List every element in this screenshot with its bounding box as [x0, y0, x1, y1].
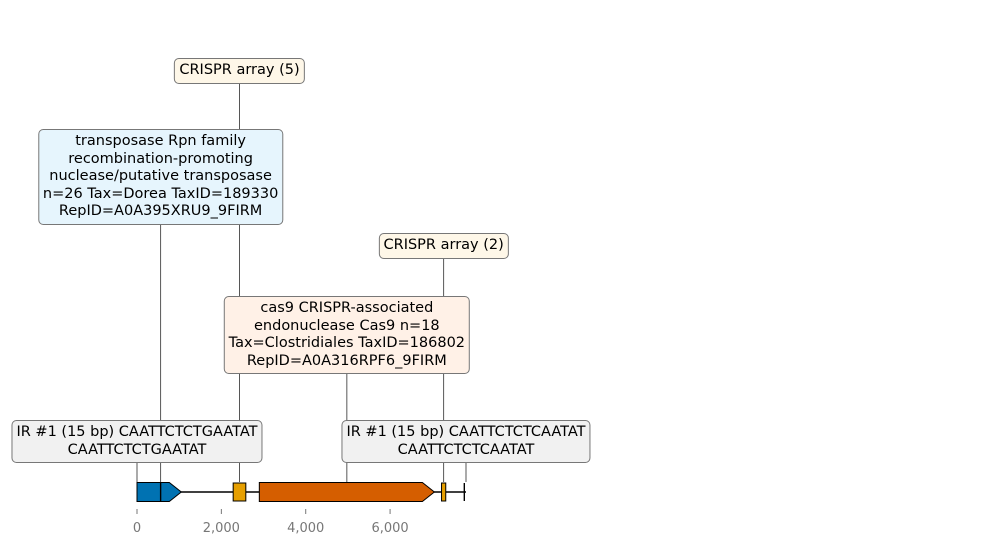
crispr_2-crispr-block — [441, 482, 447, 502]
axis-tick-label: 6,000 — [371, 521, 409, 536]
transposase-label-line: nuclease/putative transposase — [49, 168, 272, 184]
ir-right-label-line: IR #1 (15 bp) CAATTCTCTCAATAT — [346, 424, 586, 440]
cas9-label-line: RepID=A0A316RPF6_9FIRM — [246, 352, 447, 369]
transposase-label-line: transposase Rpn family — [75, 133, 246, 149]
crispr-5-label-line: CRISPR array (5) — [179, 62, 300, 78]
axis-tick-label: 4,000 — [287, 521, 325, 536]
ir-left-label-line: IR #1 (15 bp) CAATTCTCTGAATAT — [16, 424, 258, 440]
cas9-label-line: cas9 CRISPR-associated — [260, 300, 434, 316]
crispr-2-label: CRISPR array (2) — [378, 233, 509, 259]
crispr-5-label: CRISPR array (5) — [174, 58, 305, 84]
transposase-label-line: n=26 Tax=Dorea TaxID=189330 — [42, 185, 279, 202]
ir-right-label-line: CAATTCTCTCAATAT — [397, 441, 535, 458]
cas9-label-line: endonuclease Cas9 n=18 — [254, 317, 440, 334]
transposase-label-line: RepID=A0A395XRU9_9FIRM — [58, 203, 263, 219]
transposase-label-line: recombination-promoting — [68, 150, 253, 167]
axis-tick-label: 2,000 — [202, 521, 240, 536]
crispr_5-crispr-block — [232, 482, 247, 502]
ir-left-label-line: CAATTCTCTGAATAT — [67, 441, 207, 458]
axis-tick-label: 0 — [132, 521, 142, 536]
crispr-2-label-line: CRISPR array (2) — [383, 237, 504, 253]
cas9-label-line: Tax=Clostridiales TaxID=186802 — [228, 335, 466, 351]
transposase-gene-arrow — [136, 482, 183, 502]
cas9-gene-arrow — [258, 482, 436, 502]
